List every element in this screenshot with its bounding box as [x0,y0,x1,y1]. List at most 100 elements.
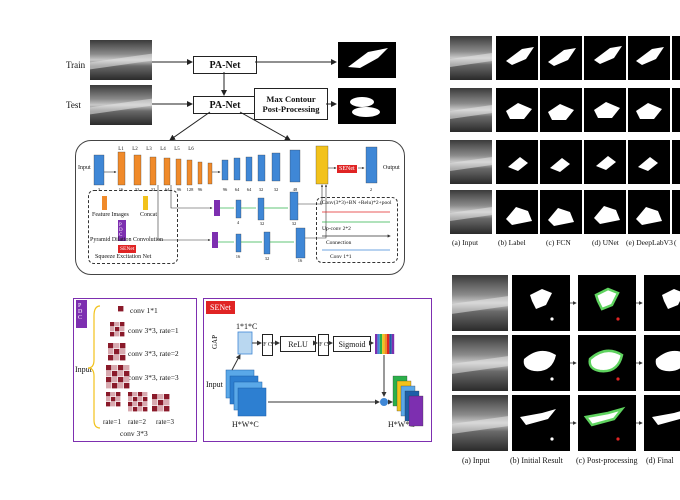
pdc-grid-bottom-3-cell [158,406,164,412]
comparison-mask-shape [548,104,574,120]
pdc-grid-rate3-cell [118,383,124,389]
encoder-layer-label-6: L6 [188,147,194,152]
pdc-grid-rate3-cell [106,383,112,389]
pdc-grid-bottom-3 [152,394,170,412]
skip-connection-2 [157,185,211,242]
senet-channel-weight-5 [384,334,387,354]
pdc-grid-rate3-cell [124,383,130,389]
encoder-layer-label-5: L5 [174,147,180,152]
postproc-input-image [452,395,508,451]
pdc-branch-2: conv 3*3, rate=1 [128,326,179,335]
postproc-mask-region [583,406,626,427]
test-label: Test [66,100,81,110]
pdc-grid-rate1-cell [115,322,120,327]
pdc-grid-1x1 [118,306,124,312]
test-output-mask [338,88,396,124]
encoder-layer-label-1: L1 [118,147,124,152]
encoder-block-4 [149,156,157,186]
pdc-grid-bottom-3-cell [152,406,158,412]
branch-block-5 [263,231,271,255]
pdc-grid-bottom-3-cell [152,394,158,400]
branch-label-5: 32 [265,256,270,261]
comparison-input-image [450,140,492,184]
comparison-input-image [450,190,492,234]
legend-feature-images: Feature Images [92,212,129,218]
legend-conv-block: (Conv(3*3)+BN +Relu)*2+pool [320,200,392,206]
pdc-grid-rate3-cell [106,371,112,377]
postproc-column-label: (d) Final [646,456,674,465]
postproc-result-mask [512,335,570,391]
pdc-grid-bottom-2-cell [133,402,138,407]
skip-connection-1 [170,185,213,210]
channel-label-1: 3 [98,187,101,192]
encoder-block-5 [163,157,171,186]
output-block [365,146,378,184]
comparison-mask-shape [594,206,620,224]
postproc-column-label: (a) Input [462,456,490,465]
comparison-mask-region [594,46,622,64]
pdc-grid-bottom-1-cell [116,397,121,402]
pdc-grid-bottom-1-cell [116,402,121,407]
comparison-mask-shape [506,47,534,65]
comparison-mask-shape [594,102,620,118]
pdc-grid-rate3-cell [112,377,118,383]
branch-label-6: 16 [298,258,303,263]
postproc-mask-region [588,349,624,373]
pdc-grid-rate2-cell [120,355,126,361]
postproc-mask-shape [594,287,620,321]
pdc-grid-rate1-cell [120,327,125,332]
legend-box [88,190,178,264]
pdc-grid-rate3-cell [124,377,130,383]
comparison-mask-region [548,48,576,66]
feature-image-swatch [102,196,107,210]
comparison-mask-region [594,102,620,118]
pdc-grid-bottom-1-cell [106,402,111,407]
senet-in-dims: H*W*C [232,420,259,429]
decoder-block-2 [233,157,241,181]
pdc-grid-rate2-cell [114,355,120,361]
train-output-mask [338,42,396,78]
comparison-mask-region [594,206,620,224]
postproc-column-label: (c) Post-processing [576,456,638,465]
encoder-layer-label-3: L3 [146,147,152,152]
pdc-grid-bottom-2-cell [143,407,148,412]
pdc-grid-rate1-cell [120,332,125,337]
senet-out-dims: H*W*C [388,420,415,429]
postproc-mask-region [594,287,620,311]
postproc-mask-shape [523,350,556,381]
comparison-mask-shape [594,46,622,64]
pdc-block-1 [214,200,220,216]
pdc-grid-rate1-cell [110,322,115,327]
comparison-input-image [450,36,492,80]
encoder-block-2 [117,151,126,186]
channel-label-10: 64 [235,187,240,192]
channel-label-15: 2 [370,187,372,192]
pdc-branch-4: conv 3*3, rate=3 [128,373,179,382]
encoder-block-8 [197,161,203,185]
pdc-grid-rate1-cell [115,327,120,332]
comparison-mask-region [636,207,662,225]
legend-pdc-badge: P D C [118,220,126,241]
comparison-mask-shape [548,48,576,66]
branch-merge-1 [298,184,324,205]
test-mask-shape [350,97,380,117]
senet-arrow-input-gap [231,354,241,371]
pdc-bottom-label: conv 3*3 [120,429,148,438]
postproc-noise-speck [550,377,554,381]
encoder-block-9 [207,162,213,185]
pdc-grid-bottom-3-cell [152,400,158,406]
postproc-input-image [452,335,508,391]
postproc-noise-speck [550,317,554,321]
channel-label-13: 32 [274,187,279,192]
decoder-block-3 [245,156,253,182]
pdc-grid-rate2-cell [114,343,120,349]
comparison-mask-region [548,208,574,226]
pdc-grid-bottom-2-cell [143,392,148,397]
encoder-layer-label-2: L2 [132,147,138,152]
pdc-grid-rate1 [110,322,125,337]
branch-block-4 [235,233,242,253]
postprocessing-box: Max Contour Post-Processing [254,88,328,120]
decoder-block-5 [271,152,281,182]
senet-channel-weight-2 [377,334,380,354]
legend-conv1: Conv 1*1 [330,254,352,260]
